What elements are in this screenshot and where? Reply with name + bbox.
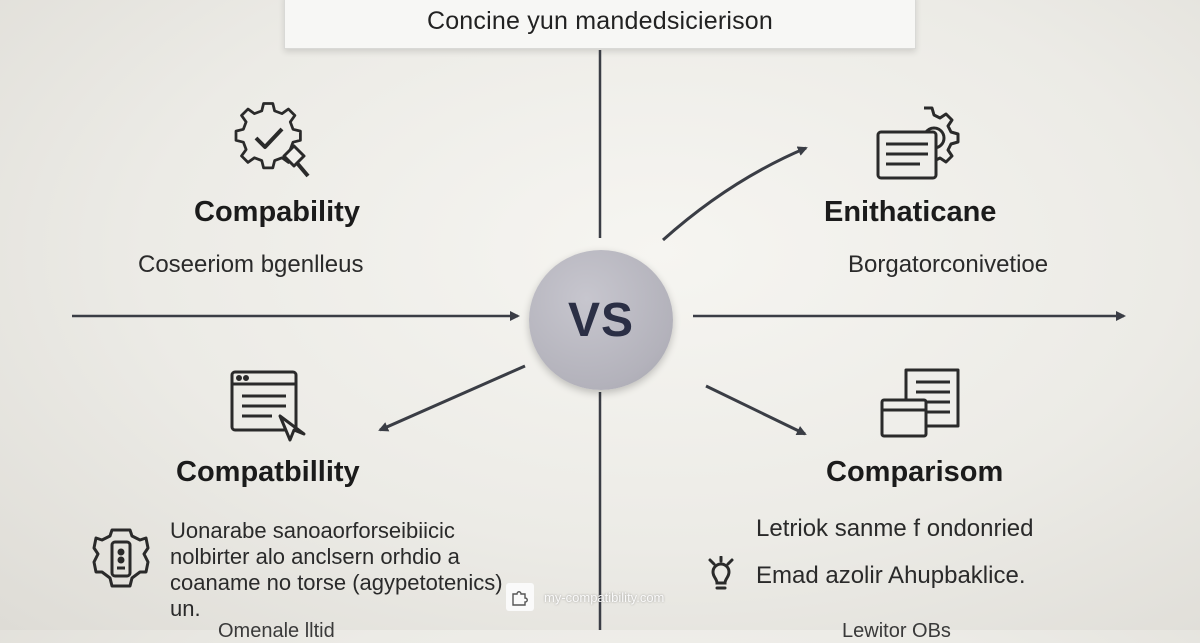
- bottom-right-cut-text: Lewitor OBs: [842, 620, 951, 642]
- paragraph-line: coaname no torse (agypetotenics): [170, 570, 503, 595]
- footer-badge: my-compatibility.com: [506, 582, 664, 612]
- diagram-lines: [72, 50, 1126, 630]
- bottom-right-line1: Letriok sanme f ondonried: [756, 515, 1034, 542]
- top-right-subtitle: Borgatorconivetioe: [848, 251, 1049, 278]
- banner-text: Concine yun mandedsicierison: [426, 6, 774, 35]
- footer-site-text[interactable]: my-compatibility.com: [544, 589, 665, 605]
- top-banner: Concine yun mandedsicierison: [284, 0, 916, 49]
- paragraph-line: un.: [170, 596, 201, 621]
- gear-check-icon: [232, 98, 314, 180]
- top-right-title: Enithaticane: [824, 196, 997, 228]
- top-left-title: Compability: [194, 196, 360, 228]
- lightbulb-icon: [704, 555, 738, 594]
- bottom-right-title: Comparisom: [826, 456, 1004, 488]
- vs-label: VS: [567, 293, 635, 347]
- bottom-left-paragraph: Uonarabe sanoaorforseibiicic nolbirter a…: [170, 518, 510, 622]
- bottom-left-cut-text: Omenale lltid: [218, 620, 335, 642]
- top-left-subtitle: Coseeriom bgenlleus: [138, 251, 364, 278]
- bottom-left-title: Compatbillity: [176, 456, 360, 488]
- vs-circle: VS: [529, 250, 673, 390]
- stacked-documents-icon: [878, 366, 966, 442]
- bottom-right-line2: Emad azolir Ahupbaklice.: [756, 562, 1026, 589]
- document-cursor-icon: [228, 368, 312, 448]
- paragraph-line: nolbirter alo anclsern orhdio a: [170, 544, 460, 569]
- puzzle-icon: [506, 583, 534, 611]
- arrow-to-top-right: [661, 146, 808, 242]
- robot-icon: [90, 526, 152, 590]
- arrow-to-bottom-left: [378, 364, 526, 432]
- document-gear-icon: [874, 100, 970, 184]
- arrow-to-bottom-right: [705, 384, 807, 436]
- paragraph-line: Uonarabe sanoaorforseibiicic: [170, 518, 455, 543]
